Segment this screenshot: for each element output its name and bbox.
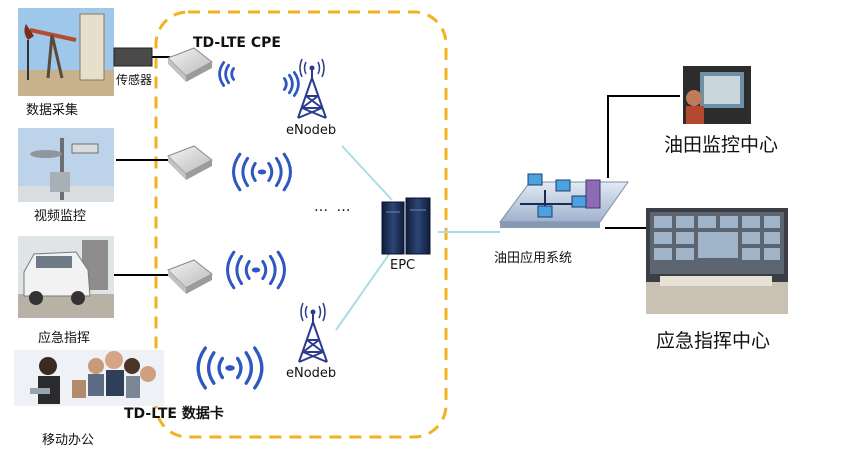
sensor-box xyxy=(113,47,153,67)
label-td-lte-datacard: TD-LTE 数据卡 xyxy=(124,406,224,422)
control-room-photo xyxy=(646,208,788,314)
label-oilfield-app-system: 油田应用系统 xyxy=(494,251,573,266)
cpe-device-icon-2 xyxy=(167,145,213,181)
oil-pump-photo xyxy=(18,8,114,96)
wifi-wave-icon-2 xyxy=(283,71,300,97)
wifi-wave-icon-4 xyxy=(226,250,286,290)
cpe-device-icon-3 xyxy=(167,259,213,295)
label-enodeb-top: eNodeb xyxy=(286,123,337,138)
cpe-device-icon-1 xyxy=(167,47,213,83)
link-app-monitor xyxy=(607,95,680,178)
label-enodeb-bottom: eNodeb xyxy=(286,366,337,381)
link-enodeb-epc-top xyxy=(341,145,393,201)
operator-photo xyxy=(683,66,751,124)
people-photo xyxy=(14,350,164,406)
network-platform-icon xyxy=(499,173,629,228)
epc-server-icon xyxy=(381,197,431,255)
wireless-region-border xyxy=(154,10,448,439)
label-mobile-office: 移动办公 xyxy=(42,433,95,448)
wifi-wave-icon-3 xyxy=(232,152,292,192)
tower-icon-bottom xyxy=(298,302,328,363)
camera-photo xyxy=(18,128,114,202)
label-video-monitoring: 视频监控 xyxy=(34,209,87,224)
label-emergency-command: 应急指挥 xyxy=(38,331,91,346)
label-td-lte-cpe: TD-LTE CPE xyxy=(193,35,281,51)
label-data-collection: 数据采集 xyxy=(26,103,79,118)
label-sensor: 传感器 xyxy=(116,73,153,87)
suv-photo xyxy=(18,236,114,318)
tower-icon-top xyxy=(297,58,327,119)
wifi-wave-icon-5 xyxy=(196,346,264,390)
link-enodeb-epc-bottom xyxy=(335,249,393,331)
label-epc: EPC xyxy=(390,258,416,273)
label-monitor-center: 油田监控中心 xyxy=(664,134,779,156)
wifi-wave-icon-1 xyxy=(218,61,235,87)
label-emergency-center: 应急指挥中心 xyxy=(656,330,771,352)
label-ellipsis: … … xyxy=(314,199,353,215)
